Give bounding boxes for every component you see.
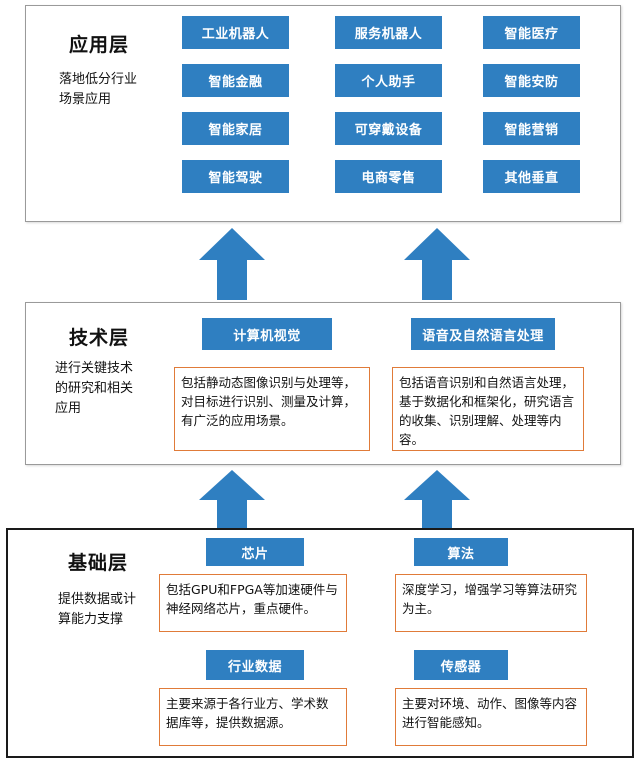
base-industry-data-desc: 主要来源于各行业方、学术数据库等，提供数据源。 (159, 688, 347, 746)
base-layer-desc: 提供数据或计 算能力支撑 (58, 592, 137, 627)
app-item-smart-finance: 智能金融 (182, 64, 289, 97)
app-item-smart-security: 智能安防 (483, 64, 580, 97)
app-item-wearable: 可穿戴设备 (335, 112, 442, 145)
app-item-smart-medical: 智能医疗 (483, 16, 580, 49)
tech-cv-desc: 包括静动态图像识别与处理等，对目标进行识别、测量及计算，有广泛的应用场景。 (174, 367, 370, 451)
technology-layer: 技术层 进行关键技术 的研究和相关 应用 计算机视觉 语音及自然语言处理 包括静… (25, 302, 621, 465)
tech-nlp-label: 语音及自然语言处理 (411, 318, 555, 350)
base-layer-title: 基础层 (68, 552, 129, 574)
app-item-service-robot: 服务机器人 (335, 16, 442, 49)
up-arrow-icon (404, 228, 470, 300)
tech-cv-label: 计算机视觉 (202, 318, 332, 350)
up-arrow-icon (199, 470, 265, 532)
tech-nlp-desc: 包括语音识别和自然语言处理，基于数据化和框架化，研究语言的收集、识别理解、处理等… (392, 367, 584, 451)
application-layer: 应用层 落地低分行业 场景应用 工业机器人 服务机器人 智能医疗 智能金融 个人… (25, 5, 621, 222)
app-item-smart-driving: 智能驾驶 (182, 160, 289, 193)
base-industry-data-label: 行业数据 (206, 650, 304, 680)
app-item-personal-assistant: 个人助手 (335, 64, 442, 97)
app-item-ecommerce-retail: 电商零售 (335, 160, 442, 193)
application-layer-title: 应用层 (69, 34, 130, 56)
base-chip-label: 芯片 (206, 538, 304, 566)
app-item-other-vertical: 其他垂直 (483, 160, 580, 193)
base-sensor-label: 传感器 (414, 650, 508, 680)
base-algorithm-label: 算法 (414, 538, 508, 566)
base-algorithm-desc: 深度学习，增强学习等算法研究为主。 (395, 574, 587, 632)
base-layer: 基础层 提供数据或计 算能力支撑 芯片 算法 包括GPU和FPGA等加速硬件与神… (6, 528, 634, 758)
up-arrow-icon (199, 228, 265, 300)
base-chip-desc: 包括GPU和FPGA等加速硬件与神经网络芯片，重点硬件。 (159, 574, 347, 632)
app-item-smart-marketing: 智能营销 (483, 112, 580, 145)
base-sensor-desc: 主要对环境、动作、图像等内容进行智能感知。 (395, 688, 587, 746)
technology-layer-desc: 进行关键技术 的研究和相关 应用 (55, 361, 134, 416)
app-item-smart-home: 智能家居 (182, 112, 289, 145)
app-item-industrial-robot: 工业机器人 (182, 16, 289, 49)
application-layer-desc: 落地低分行业 场景应用 (59, 72, 138, 107)
technology-layer-title: 技术层 (69, 327, 130, 349)
up-arrow-icon (404, 470, 470, 532)
